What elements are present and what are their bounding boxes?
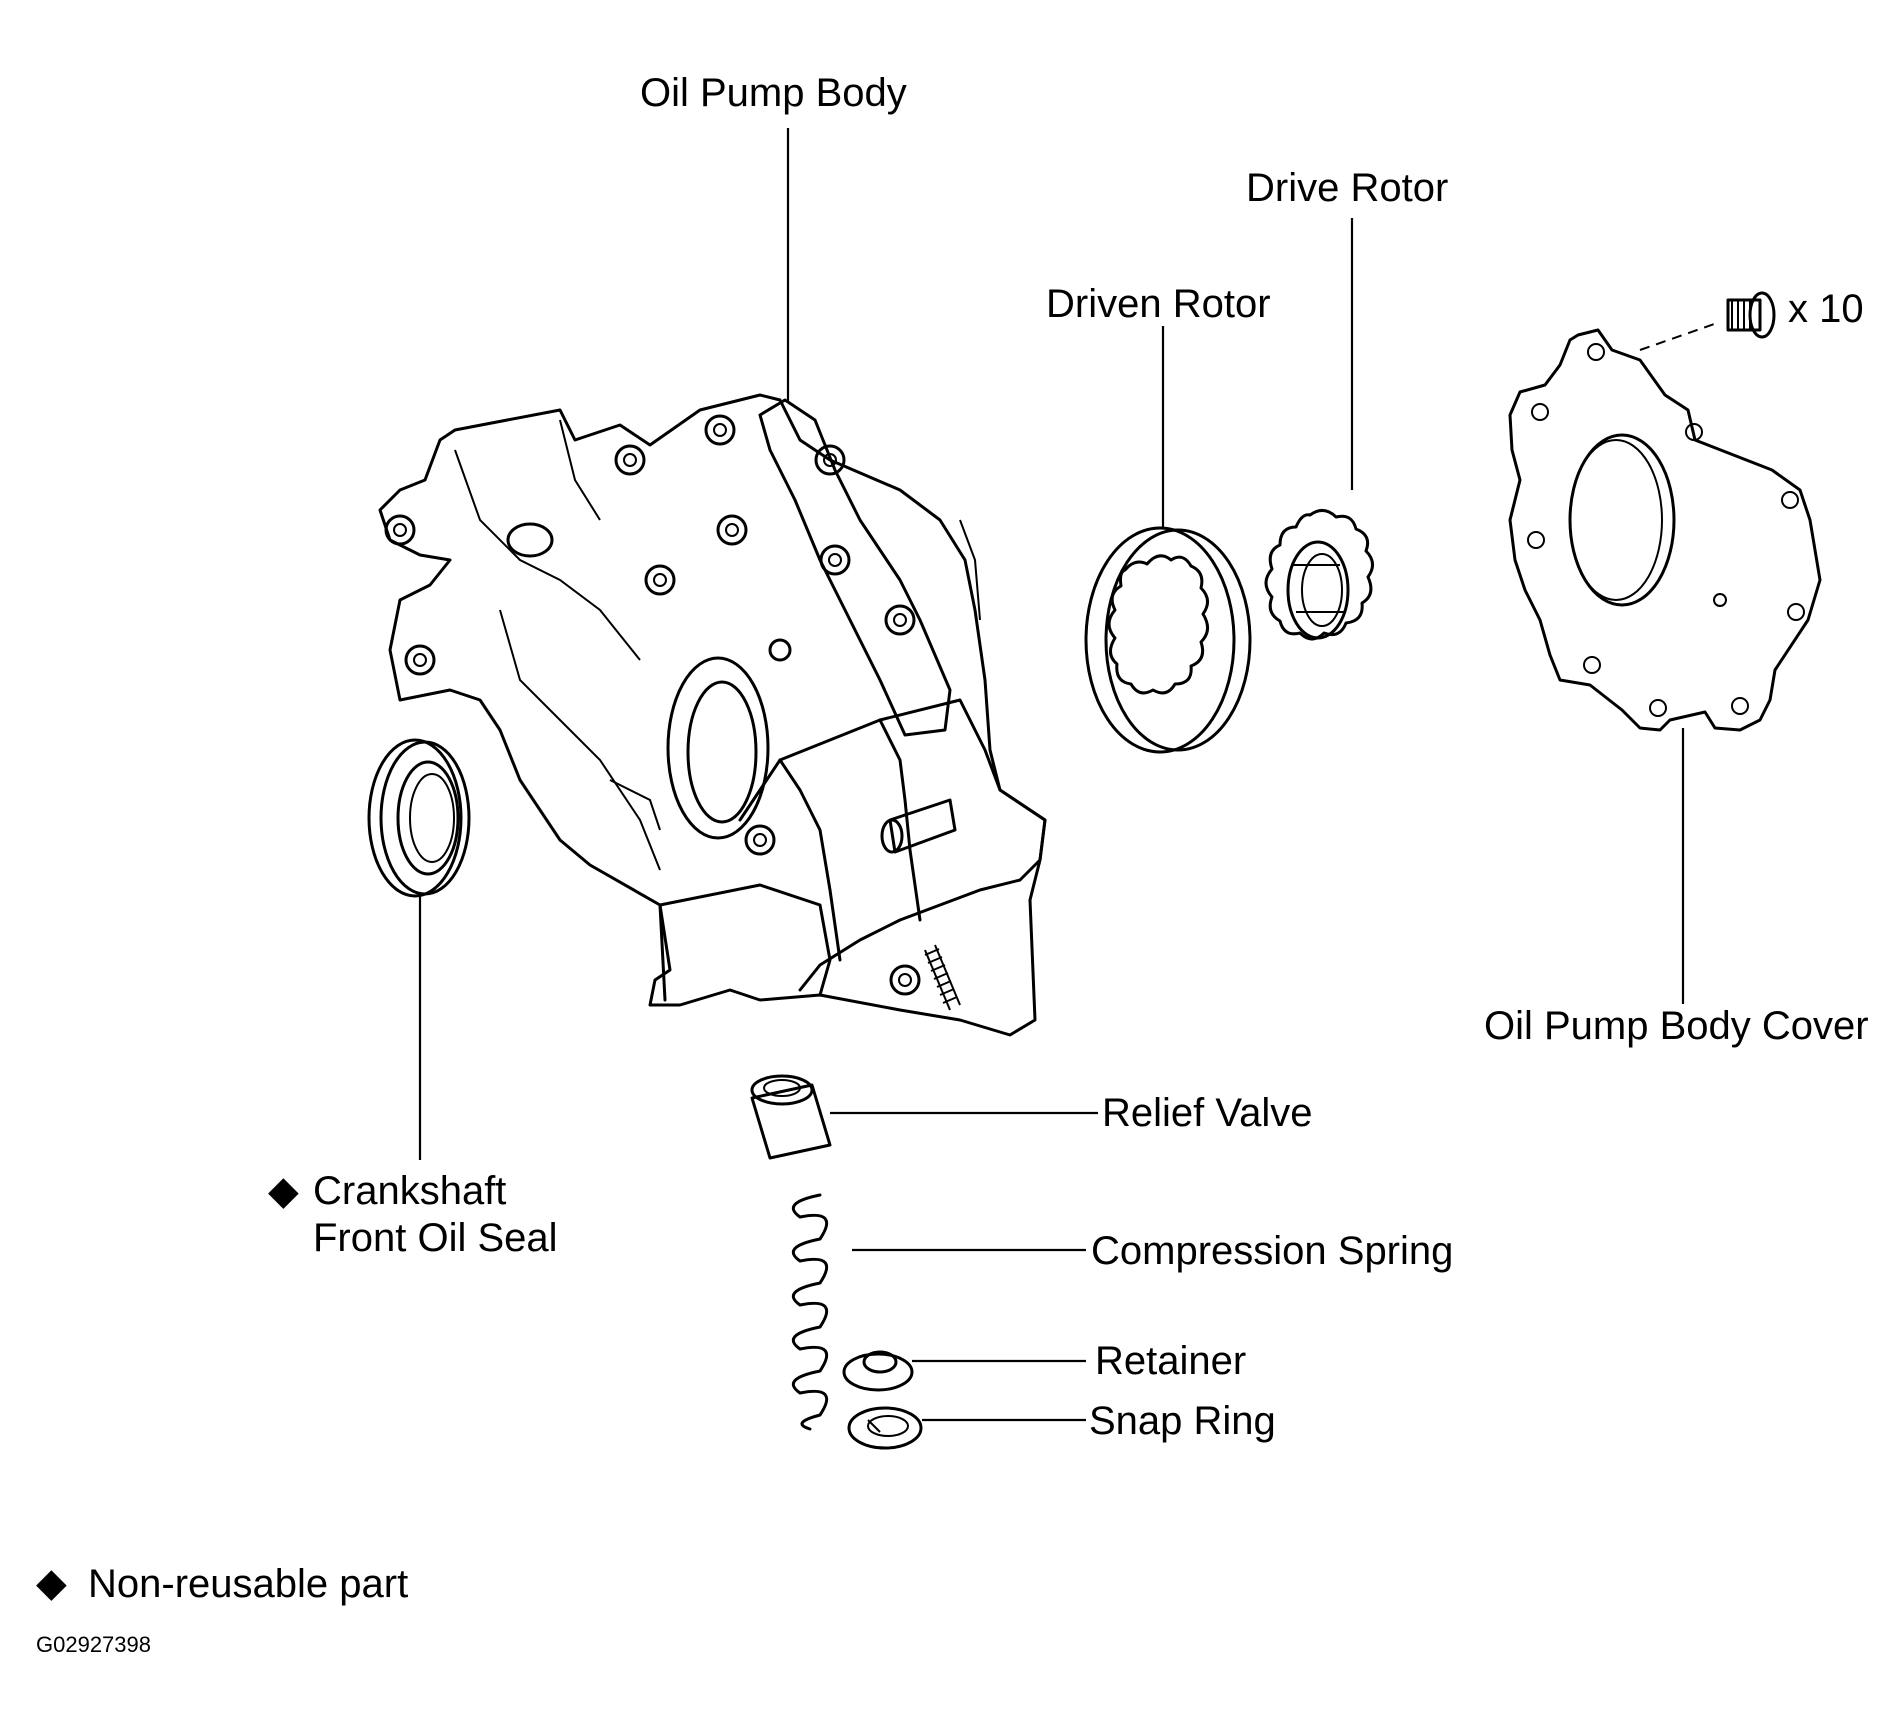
drive-rotor-drawing — [1264, 509, 1374, 641]
oil-seal-drawing — [367, 738, 471, 898]
compression-spring-drawing — [791, 1193, 829, 1431]
bolt-drawing — [1639, 291, 1776, 351]
label-crankshaft-line1: Crankshaft — [313, 1169, 506, 1213]
leader-lines — [418, 128, 1685, 1422]
legend-text: Non-reusable part — [88, 1562, 408, 1606]
label-bolt-qty: x 10 — [1788, 287, 1864, 331]
label-oil-pump-body-cover: Oil Pump Body Cover — [1484, 1004, 1869, 1048]
snap-ring-drawing — [847, 1406, 923, 1450]
driven-rotor-drawing — [1084, 526, 1252, 754]
oil-pump-body-cover-drawing — [1508, 328, 1822, 732]
retainer-drawing — [842, 1350, 914, 1392]
label-retainer: Retainer — [1095, 1339, 1246, 1383]
label-relief-valve: Relief Valve — [1102, 1091, 1312, 1135]
figure-code: G02927398 — [36, 1632, 151, 1657]
label-oil-pump-body: Oil Pump Body — [640, 71, 907, 115]
label-drive-rotor: Drive Rotor — [1246, 166, 1448, 210]
oil-pump-body-drawing — [378, 393, 1047, 1037]
non-reusable-marker: ◆ — [268, 1169, 299, 1213]
label-driven-rotor: Driven Rotor — [1046, 282, 1271, 326]
relief-valve-drawing — [750, 1074, 832, 1160]
label-compression-spring: Compression Spring — [1091, 1229, 1453, 1273]
legend-diamond-icon: ◆ — [36, 1561, 67, 1605]
label-snap-ring: Snap Ring — [1089, 1399, 1276, 1443]
label-crankshaft-line2: Front Oil Seal — [313, 1216, 558, 1260]
